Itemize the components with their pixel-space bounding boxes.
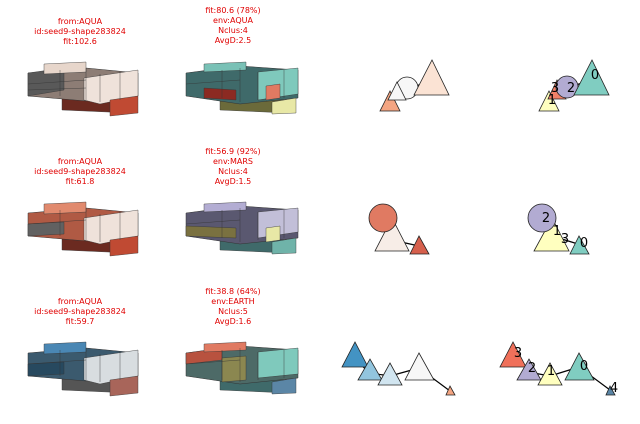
caption-line: fit:59.7 [65, 317, 95, 326]
caption-line: fit:56.9 (92%) [205, 147, 261, 156]
node-label: 2 [567, 81, 575, 96]
node-circle [368, 203, 398, 233]
caption-line: from:AQUA [57, 297, 103, 306]
result-caption-3: fit:38.8 (64%) env:EARTH Nclus:5 AvgD:1.… [153, 287, 313, 327]
node-label: 3 [551, 81, 559, 96]
node-triangle [409, 235, 430, 255]
node-triangle [516, 358, 542, 381]
caption-line: from:AQUA [57, 17, 103, 26]
node-triangle [413, 59, 450, 96]
caption-line: from:AQUA [57, 157, 103, 166]
node-triangle [499, 341, 527, 368]
node-label: 2 [528, 361, 536, 376]
caption-line: id:seed9-shape283824 [34, 167, 126, 176]
node-triangle [404, 352, 435, 381]
caption-line: Nclus:4 [218, 167, 248, 176]
node-label: 2 [542, 211, 550, 226]
node-label: 0 [580, 359, 588, 374]
cluster-graph-a-3 [341, 341, 456, 396]
node-label: 0 [591, 68, 599, 83]
cluster-graph-b-1: 3 2 1 0 [538, 59, 610, 112]
node-label: 0 [580, 236, 588, 251]
node-triangle [573, 59, 610, 96]
caption-line: AvgD:2.5 [214, 36, 252, 45]
caption-line: env:AQUA [213, 16, 253, 25]
node-triangle [377, 362, 403, 386]
caption-line: AvgD:1.6 [214, 317, 252, 326]
caption-line: env:EARTH [211, 297, 255, 306]
cluster-graph-a-1 [379, 59, 450, 112]
cluster-graph-a-2 [368, 203, 430, 255]
cluster-graph-b-2: 2 1 3 0 [527, 203, 590, 255]
caption-line: fit:102.6 [63, 37, 97, 46]
caption-line: id:seed9-shape283824 [34, 307, 126, 316]
node-label: 1 [553, 224, 561, 239]
node-triangle [605, 385, 616, 396]
voxel-shape-result-2 [185, 201, 299, 255]
node-triangle [445, 385, 456, 396]
result-caption-1: fit:80.6 (78%) env:AQUA Nclus:4 AvgD:2.5 [153, 6, 313, 46]
node-label: 1 [548, 93, 556, 108]
source-caption-2: from:AQUA id:seed9-shape283824 fit:61.8 [0, 157, 160, 187]
node-triangle [569, 235, 590, 255]
caption-line: AvgD:1.5 [214, 177, 252, 186]
voxel-shape-source-3 [27, 341, 139, 397]
node-triangle [341, 341, 369, 368]
node-triangle [564, 352, 595, 381]
node-label: 3 [514, 346, 522, 361]
node-triangle [538, 90, 560, 112]
caption-line: id:seed9-shape283824 [34, 27, 126, 36]
node-triangle [374, 217, 410, 252]
caption-line: env:MARS [213, 157, 253, 166]
node-label: 3 [561, 232, 569, 247]
source-caption-1: from:AQUA id:seed9-shape283824 fit:102.6 [0, 17, 160, 47]
node-triangle [387, 81, 407, 101]
voxel-shape-source-2 [27, 201, 139, 257]
node-label: 1 [547, 364, 555, 379]
voxel-shape-result-3 [185, 341, 299, 395]
node-circle [527, 203, 557, 233]
node-triangle [379, 90, 401, 112]
node-triangle [357, 358, 383, 381]
caption-line: Nclus:5 [218, 307, 248, 316]
caption-line: fit:80.6 (78%) [205, 6, 261, 15]
voxel-shape-result-1 [185, 61, 299, 115]
voxel-shape-source-1 [27, 61, 139, 117]
node-triangle [533, 217, 570, 252]
caption-line: Nclus:4 [218, 26, 248, 35]
cluster-graph-b-3: 3 2 1 0 4 [499, 341, 618, 396]
caption-line: fit:61.8 [65, 177, 95, 186]
caption-line: fit:38.8 (64%) [205, 287, 261, 296]
source-caption-3: from:AQUA id:seed9-shape283824 fit:59.7 [0, 297, 160, 327]
node-label: 4 [610, 381, 618, 396]
node-triangle [537, 362, 563, 386]
result-caption-2: fit:56.9 (92%) env:MARS Nclus:4 AvgD:1.5 [153, 147, 313, 187]
